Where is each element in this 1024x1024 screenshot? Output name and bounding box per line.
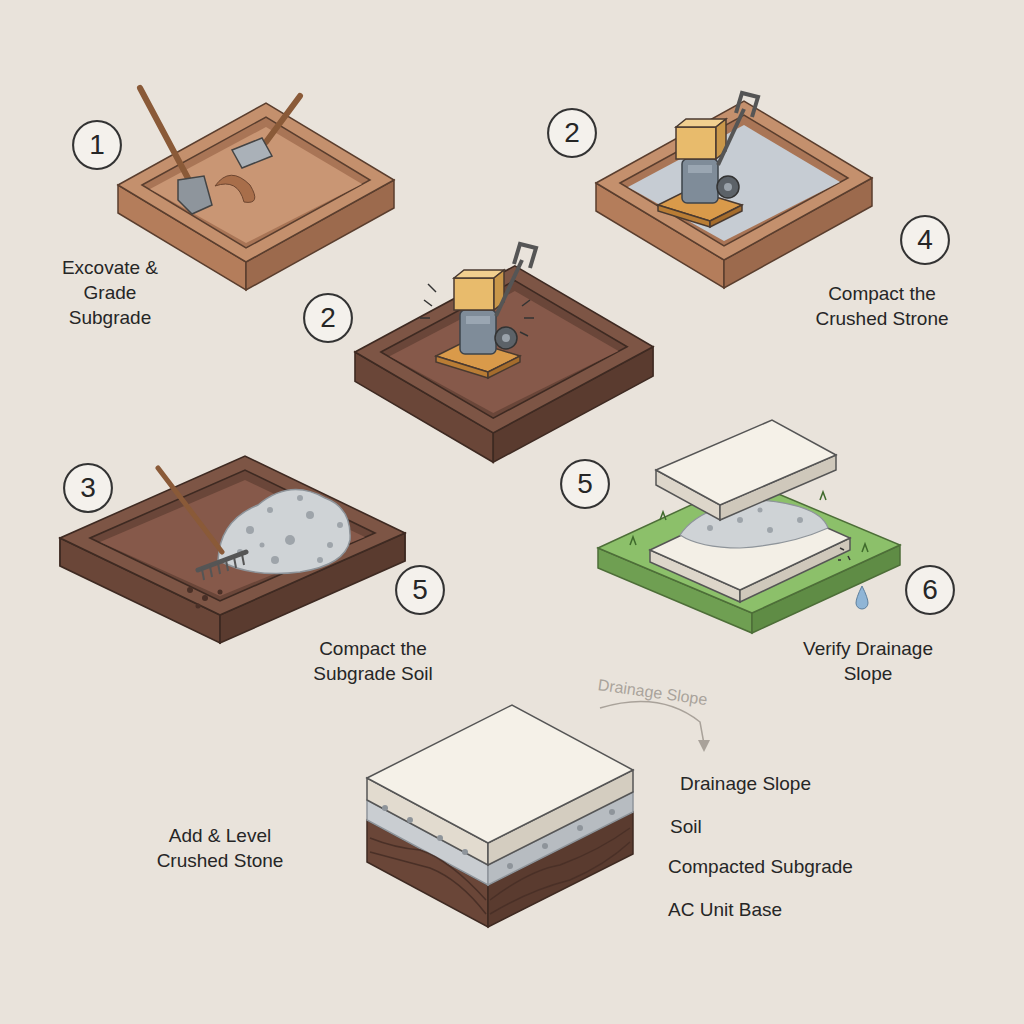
layer-label: AC Unit Base [668, 897, 782, 922]
plate-compactor [436, 244, 536, 378]
callout-circle: 2 [302, 292, 354, 344]
callout-number: 6 [904, 564, 956, 616]
vibration-marks [420, 284, 534, 336]
callout-circle: 5 [394, 564, 446, 616]
cross-section [367, 705, 633, 927]
step-label: Verify Drainage Slope [798, 636, 938, 686]
tray-add-stone [60, 456, 405, 643]
layer-label: Soil [670, 814, 702, 839]
layer-label: Compacted Subgrade [668, 854, 853, 879]
layer-label: Drainage Slope [680, 771, 811, 796]
shovel [115, 88, 300, 214]
tray-excavate [118, 103, 394, 290]
callout-circle: 4 [899, 214, 951, 266]
step-label: Compact the Subgrade Soil [298, 636, 448, 686]
layer-label: Drainage Slope [596, 672, 709, 712]
rake [158, 468, 246, 609]
step-label: Add & Level Crushed Stone [145, 823, 295, 873]
callout-number: 2 [302, 292, 354, 344]
slope-ticks [838, 548, 850, 560]
upper-slab [656, 420, 836, 520]
callout-number: 4 [899, 214, 951, 266]
callout-circle: 1 [71, 119, 123, 171]
soil-waves [370, 828, 630, 914]
lower-slab [650, 498, 850, 602]
callout-circle: 2 [546, 107, 598, 159]
slope-arrowhead [698, 740, 710, 752]
callout-number: 2 [546, 107, 598, 159]
callout-circle: 3 [62, 462, 114, 514]
water-drop [856, 586, 868, 609]
step-label: Excovate & Grade Subgrade [51, 255, 169, 330]
gravel-pile [218, 489, 350, 573]
callout-circle: 5 [559, 458, 611, 510]
callout-number: 1 [71, 119, 123, 171]
callout-number: 3 [62, 462, 114, 514]
step-label: Compact the Crushed Strone [807, 281, 957, 331]
callout-number: 5 [559, 458, 611, 510]
callout-number: 5 [394, 564, 446, 616]
plate-compactor [658, 93, 758, 227]
callout-circle: 6 [904, 564, 956, 616]
gravel-dots [382, 805, 615, 869]
